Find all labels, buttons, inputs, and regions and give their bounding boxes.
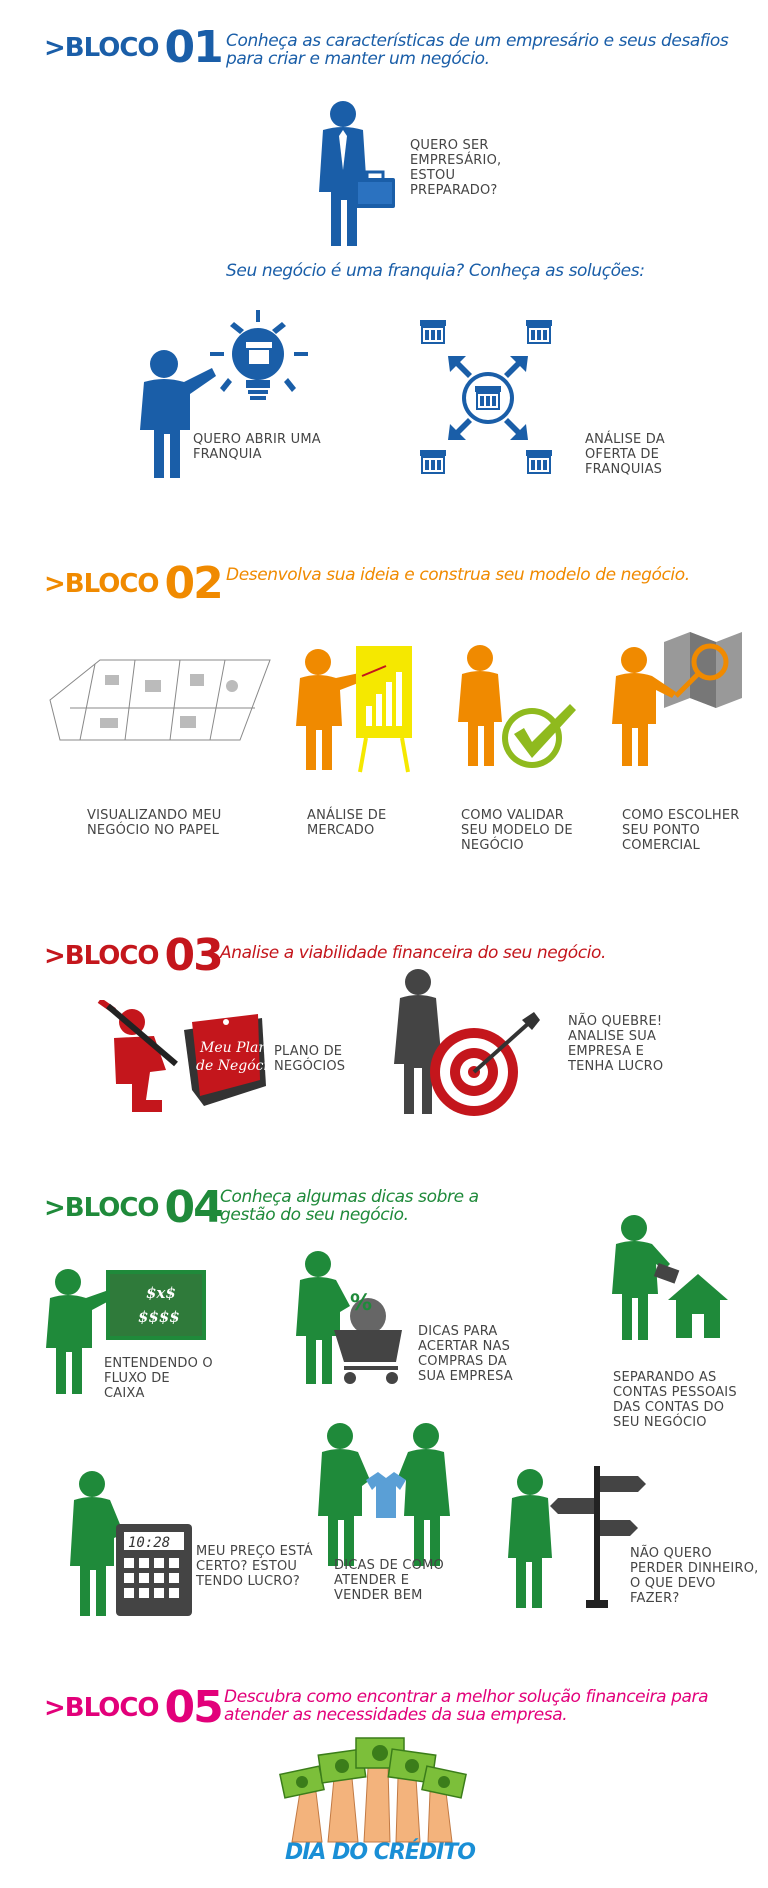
label-meu-preco[interactable]: MEU PREÇO ESTÁ CERTO? ESTOU TENDO LUCRO? bbox=[196, 1544, 313, 1589]
target-profit-icon[interactable] bbox=[388, 968, 548, 1118]
label-visualizando-negocio[interactable]: VISUALIZANDO MEU NEGÓCIO NO PAPEL bbox=[87, 808, 222, 838]
label-analise-mercado[interactable]: ANÁLISE DE MERCADO bbox=[307, 808, 387, 838]
label-dicas-compras[interactable]: DICAS PARA ACERTAR NAS COMPRAS DA SUA EM… bbox=[418, 1324, 513, 1384]
commercial-point-icon[interactable] bbox=[610, 628, 750, 768]
dia-do-credito-logo[interactable]: DIA DO CRÉDITO bbox=[284, 1840, 476, 1865]
bloco-02-description: Desenvolva sua ideia e construa seu mode… bbox=[226, 565, 690, 585]
shopping-cart-icon[interactable]: % bbox=[290, 1250, 420, 1390]
board-money: $$$$ bbox=[138, 1308, 180, 1326]
calculator-icon[interactable]: 10:28 bbox=[64, 1470, 194, 1620]
signpost-icon[interactable] bbox=[506, 1462, 656, 1612]
board-formula: $x$ bbox=[146, 1284, 176, 1302]
bloco-02-number: 02 bbox=[164, 558, 224, 609]
label-plano-negocios[interactable]: PLANO DE NEGÓCIOS bbox=[274, 1044, 346, 1074]
bloco-03-description: Analise a viabilidade financeira do seu … bbox=[220, 943, 607, 963]
franchise-network-icon[interactable] bbox=[418, 318, 558, 478]
franquia-title: Seu negócio é uma franquia? Conheça as s… bbox=[226, 261, 645, 281]
separate-accounts-icon[interactable] bbox=[606, 1214, 736, 1344]
business-plan-icon[interactable]: Meu Plano de Negócios bbox=[96, 1000, 276, 1120]
bloco-01-description: Conheça as características de um empresá… bbox=[226, 31, 729, 69]
label-nao-quebre[interactable]: NÃO QUEBRE! ANALISE SUA EMPRESA E TENHA … bbox=[568, 1014, 664, 1074]
label-analise-oferta-franquias[interactable]: ANÁLISE DA OFERTA DE FRANQUIAS bbox=[585, 432, 665, 477]
bloco-01-word: >BLOCO bbox=[44, 32, 160, 63]
customer-service-icon[interactable] bbox=[310, 1420, 460, 1570]
bloco-03-word: >BLOCO bbox=[44, 940, 160, 971]
label-validar-modelo[interactable]: COMO VALIDAR SEU MODELO DE NEGÓCIO bbox=[461, 808, 573, 853]
bloco-02-header: >BLOCO 02 bbox=[44, 558, 224, 609]
label-fluxo-caixa[interactable]: ENTENDENDO O FLUXO DE CAIXA bbox=[104, 1356, 213, 1401]
bloco-04-number: 04 bbox=[164, 1182, 224, 1233]
bloco-01-number: 01 bbox=[164, 22, 224, 73]
bloco-04-word: >BLOCO bbox=[44, 1192, 160, 1223]
business-canvas-icon[interactable] bbox=[40, 630, 280, 760]
sign-text: Meu Plano de Negócios bbox=[196, 1040, 276, 1074]
label-atender-vender[interactable]: DICAS DE COMO ATENDER E VENDER BEM bbox=[334, 1558, 444, 1603]
money-hands-icon[interactable] bbox=[272, 1732, 472, 1852]
label-nao-perder-dinheiro[interactable]: NÃO QUERO PERDER DINHEIRO, O QUE DEVO FA… bbox=[630, 1546, 759, 1606]
market-analysis-icon[interactable] bbox=[290, 646, 420, 776]
cash-flow-icon[interactable]: $x$ $$$$ bbox=[40, 1268, 210, 1398]
bloco-03-number: 03 bbox=[164, 930, 224, 981]
label-ponto-comercial[interactable]: COMO ESCOLHER SEU PONTO COMERCIAL bbox=[622, 808, 740, 853]
franchise-idea-icon[interactable] bbox=[130, 310, 310, 480]
bloco-02-word: >BLOCO bbox=[44, 568, 160, 599]
label-quero-ser-empresario[interactable]: QUERO SER EMPRESÁRIO, ESTOU PREPARADO? bbox=[410, 138, 502, 198]
bloco-04-header: >BLOCO 04 bbox=[44, 1182, 224, 1233]
bloco-01-header: >BLOCO 01 bbox=[44, 22, 224, 73]
bloco-05-word: >BLOCO bbox=[44, 1692, 160, 1723]
bloco-05-description: Descubra como encontrar a melhor solução… bbox=[224, 1687, 709, 1725]
calculator-display: 10:28 bbox=[128, 1535, 170, 1551]
businessman-icon[interactable] bbox=[305, 100, 405, 250]
bloco-05-number: 05 bbox=[164, 1682, 224, 1733]
validate-model-icon[interactable] bbox=[452, 642, 582, 772]
label-separando-contas[interactable]: SEPARANDO AS CONTAS PESSOAIS DAS CONTAS … bbox=[613, 1370, 737, 1430]
svg-text:%: % bbox=[350, 1291, 372, 1316]
bloco-04-description: Conheça algumas dicas sobre a gestão do … bbox=[220, 1187, 479, 1225]
bloco-03-header: >BLOCO 03 bbox=[44, 930, 224, 981]
label-quero-abrir-franquia[interactable]: QUERO ABRIR UMA FRANQUIA bbox=[193, 432, 321, 462]
bloco-05-header: >BLOCO 05 bbox=[44, 1682, 224, 1733]
